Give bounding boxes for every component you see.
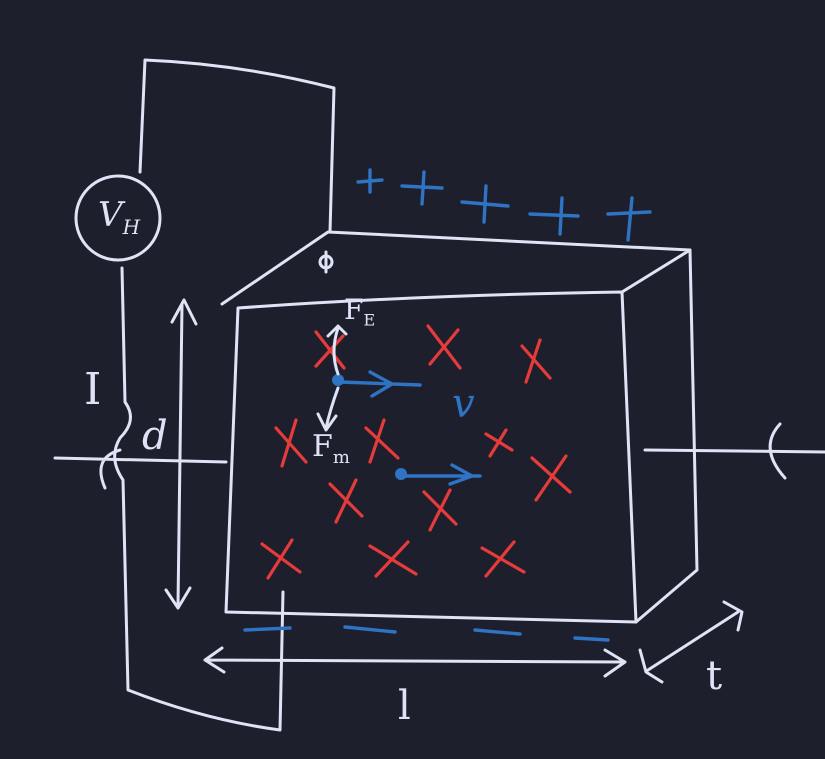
length-label: l [398,683,411,729]
positive-charge-4 [528,196,580,236]
electron-2-velocity-arrow [401,463,482,486]
positive-charge-1 [356,168,384,194]
length-dimension-arrow [203,646,627,678]
positive-charge-3 [460,184,510,224]
positive-charges [356,168,652,242]
current-out-wire [643,422,825,480]
thickness-dimension-arrow [638,600,744,684]
magnetic-force-arrow [316,386,340,432]
negative-charge-1 [243,626,292,632]
magnetic-field-crosses [260,324,572,580]
electron-1 [332,374,344,386]
slab-right-face [634,248,699,624]
voltmeter-circle [74,174,162,262]
thickness-label: t [706,653,723,699]
positive-charge-2 [400,170,444,206]
velocity-label: v [452,381,475,427]
positive-charge-5 [606,196,652,242]
electron-1-velocity-arrow [338,370,422,398]
height-label: d [142,413,168,459]
height-dimension-arrow [164,298,198,610]
current-in-wire [53,448,228,490]
slab-top-face [220,230,692,306]
negative-charge-4 [573,636,610,642]
voltmeter-label: VH [98,195,141,239]
current-label: I [84,364,102,415]
negative-charges [243,625,610,642]
electric-force-label: FE [344,293,376,330]
slab-front-face [224,290,638,624]
electric-force-arrow [326,324,348,376]
negative-charge-2 [343,625,397,634]
electron-2 [395,468,407,480]
voltmeter-wire [113,58,336,732]
magnetic-force-label: Fm [312,429,350,468]
negative-charge-3 [473,628,522,636]
